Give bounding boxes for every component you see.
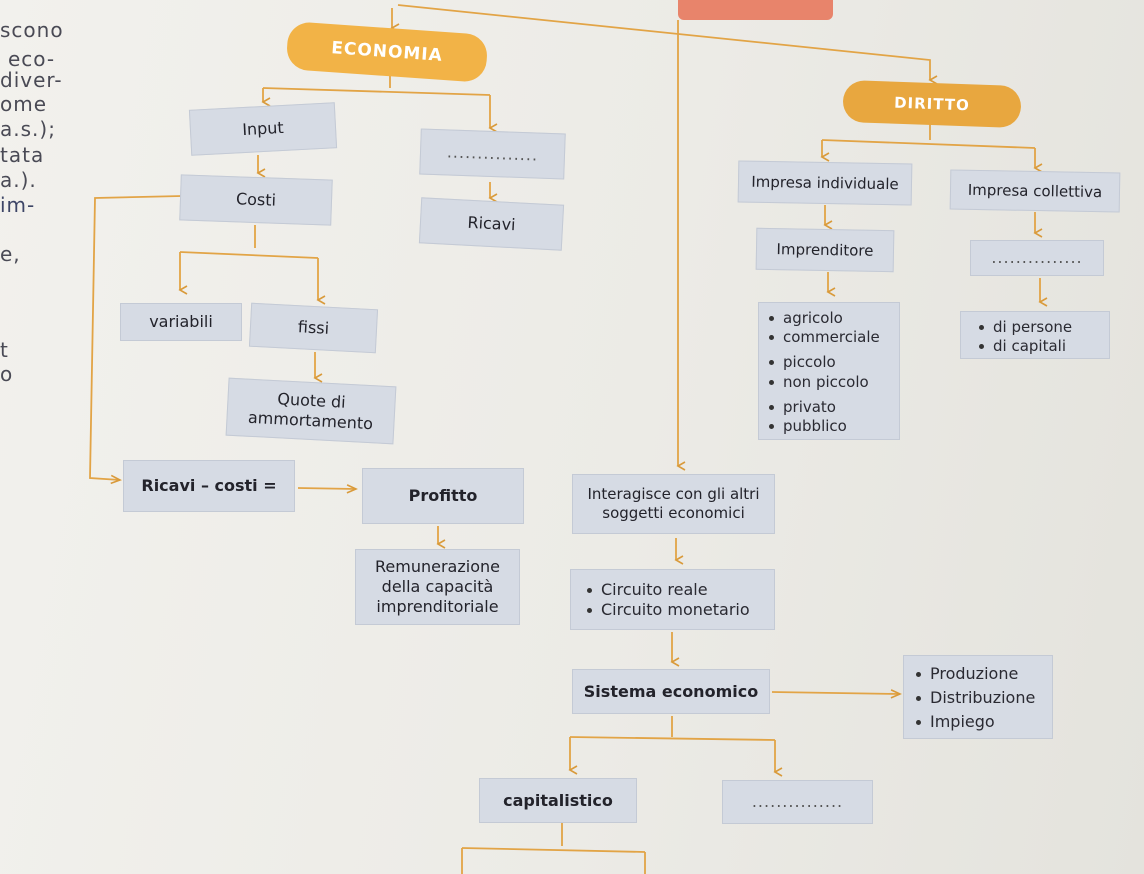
fissi-box: fissi	[248, 302, 379, 354]
margin-text-1: scono	[0, 18, 64, 42]
margin-text-3: diver-	[0, 68, 63, 92]
type-agricolo: agricolo	[769, 309, 889, 328]
top-color-bar	[678, 0, 833, 20]
margin-text-7: a.).	[0, 168, 37, 192]
imprenditore-box: Imprenditore	[755, 227, 895, 273]
interagisce-line-1: Interagisce con gli altri	[587, 485, 760, 504]
input-box: Input	[188, 102, 338, 156]
interagisce-box: Interagisce con gli altri soggetti econo…	[572, 474, 775, 534]
circuito-reale: Circuito reale	[587, 580, 758, 600]
imprenditore-types-list: agricolo commerciale piccolo non piccolo…	[758, 302, 900, 440]
circuiti-list: Circuito reale Circuito monetario	[570, 569, 775, 630]
diritto-title: DIRITTO	[842, 79, 1022, 129]
quote-line-2: ammortamento	[247, 407, 374, 434]
remunerazione-line-2: della capacità	[381, 577, 494, 596]
fasi-list: Produzione Distribuzione Impiego	[903, 655, 1053, 739]
remunerazione-line-1: Remunerazione	[375, 557, 500, 576]
margin-text-10: t	[0, 338, 9, 362]
margin-text-9: e,	[0, 242, 21, 266]
ricavi-box: Ricavi	[418, 197, 565, 251]
profitto-box: Profitto	[362, 468, 524, 524]
impresa-individuale-box: Impresa individuale	[737, 160, 913, 206]
interagisce-line-2: soggetti economici	[602, 504, 745, 522]
margin-text-11: o	[0, 362, 14, 386]
type-piccolo: piccolo	[769, 353, 889, 372]
type-commerciale: commerciale	[769, 328, 889, 347]
fase-distribuzione: Distribuzione	[916, 686, 1040, 710]
fase-impiego: Impiego	[916, 710, 1040, 734]
blank-sistema-box: ...............	[722, 780, 873, 824]
margin-text-8: im-	[0, 193, 36, 217]
remunerazione-line-3: imprenditoriale	[376, 597, 499, 616]
margin-text-2: eco-	[8, 47, 56, 71]
impresa-collettiva-box: Impresa collettiva	[949, 169, 1121, 213]
remunerazione-box: Remunerazione della capacità imprenditor…	[355, 549, 520, 625]
circuito-monetario: Circuito monetario	[587, 600, 758, 620]
type-privato: privato	[769, 398, 889, 417]
type-di-capitali: di capitali	[979, 337, 1099, 356]
collettiva-types-list: di persone di capitali	[960, 311, 1110, 359]
sistema-economico-box: Sistema economico	[572, 669, 770, 714]
blank-output-box: ...............	[419, 128, 566, 180]
type-pubblico: pubblico	[769, 417, 889, 436]
fase-produzione: Produzione	[916, 662, 1040, 686]
margin-text-4: ome	[0, 92, 48, 116]
quote-ammortamento-box: Quote di ammortamento	[225, 377, 397, 445]
type-di-persone: di persone	[979, 318, 1099, 337]
ricavi-costi-box: Ricavi – costi =	[123, 460, 295, 512]
type-non-piccolo: non piccolo	[769, 373, 889, 392]
costi-box: Costi	[179, 174, 333, 226]
capitalistico-box: capitalistico	[479, 778, 637, 823]
margin-text-6: tata	[0, 143, 45, 167]
margin-text-5: a.s.);	[0, 117, 56, 141]
blank-societa-box: ...............	[970, 240, 1104, 276]
variabili-box: variabili	[120, 303, 242, 341]
